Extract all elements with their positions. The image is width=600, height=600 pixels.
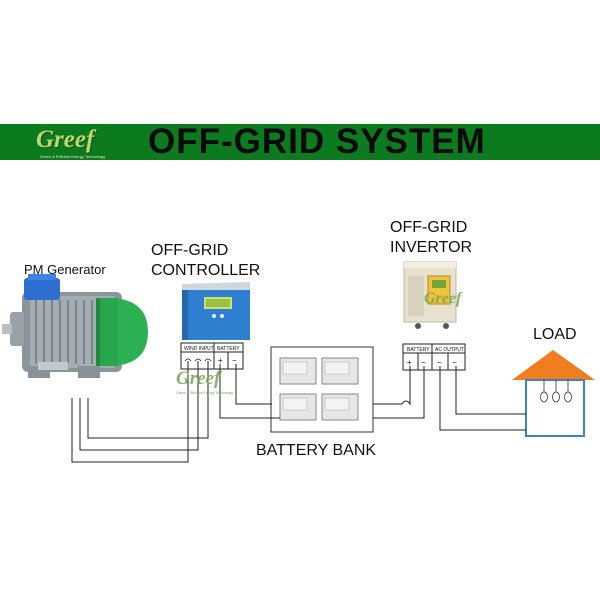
brand-tagline: Green & Efficient Energy Technology (40, 154, 106, 159)
ac-output-label: AC OUTPUT (435, 347, 464, 353)
controller-terminals: WIND INPUT BATTERY + − (180, 342, 244, 370)
watermark-controller: Greef (176, 368, 221, 389)
battery-bank-box (270, 346, 374, 433)
controller-minus: − (232, 356, 237, 365)
house-icon (512, 350, 595, 437)
load-label: LOAD (533, 326, 577, 343)
pm-generator-icon (2, 274, 148, 378)
controller-plus: + (218, 356, 223, 365)
inverter-terminals: BATTERY AC OUTPUT + − − − (402, 343, 466, 371)
light-bulb-icon (540, 380, 572, 403)
controller-battery-label: BATTERY (217, 346, 240, 352)
inverter-battery-label: BATTERY (407, 347, 430, 353)
controller-icon (182, 282, 250, 340)
battery-bank-label: BATTERY BANK (256, 442, 377, 459)
battery-icon (279, 357, 359, 421)
title-banner: OFF-GRID SYSTEM (0, 122, 600, 161)
wires (71, 361, 526, 463)
watermark-inverter: Greef (424, 290, 462, 307)
inverter-label-line1: OFF-GRID (390, 219, 468, 236)
inverter-plus: + (407, 358, 412, 367)
inverter-icon (403, 261, 457, 329)
generator-label: PM Generator (24, 262, 106, 277)
controller-label-line1: OFF-GRID (151, 242, 229, 259)
wind-input-label: WIND INPUT (184, 346, 214, 352)
inverter-label-line2: INVERTOR (390, 239, 473, 256)
inverter-minus-1: − (421, 358, 426, 367)
watermark-controller-tagline: Green & Efficient Energy Technology (176, 391, 234, 395)
inverter-minus-3: − (452, 358, 457, 367)
page-title: OFF-GRID SYSTEM (148, 122, 486, 161)
inverter-minus-2: − (437, 358, 442, 367)
brand-logo: Greef (36, 126, 95, 153)
controller-label-line2: CONTROLLER (151, 262, 261, 279)
